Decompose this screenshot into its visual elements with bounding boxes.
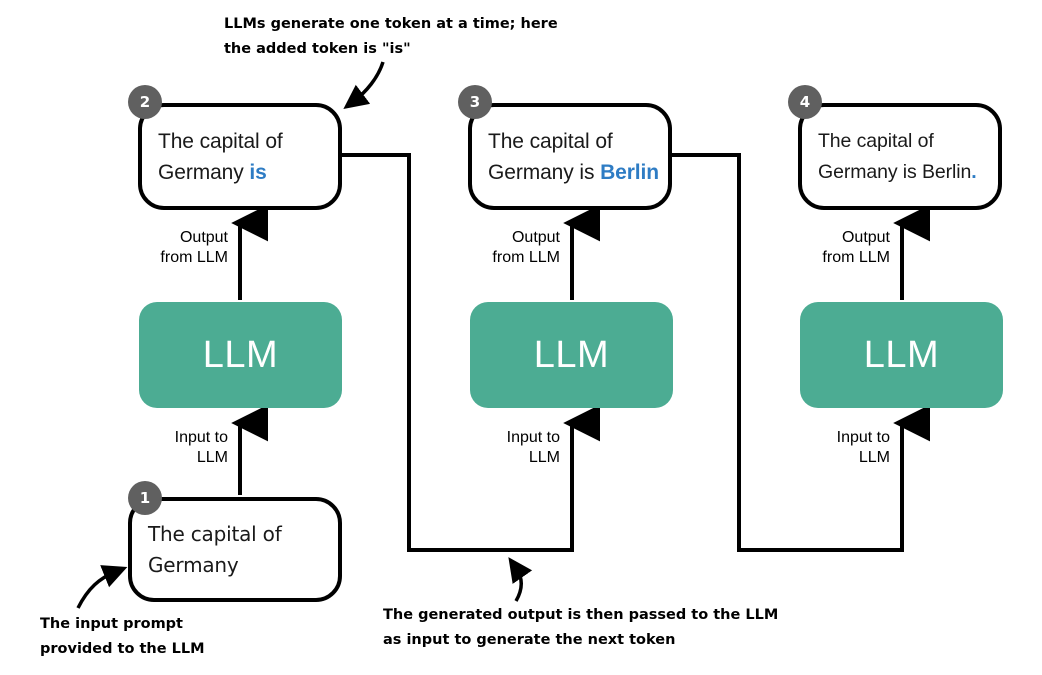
note-input-prompt-line-1: The input prompt [40, 616, 183, 632]
note-top-line-2: the added token is "is" [224, 41, 411, 57]
caption-input-2-line1: Input to [506, 429, 560, 446]
llm-block-3[interactable]: LLM [800, 302, 1003, 408]
note-input-prompt-line-2: provided to the LLM [40, 641, 205, 657]
note-top-line-1: LLMs generate one token at a time; here [224, 16, 558, 32]
box2-line1: The capital of [158, 129, 283, 153]
caption-output-1-line2: from LLM [160, 249, 228, 266]
caption-output-3-line1: Output [841, 229, 890, 246]
caption-input-3-line2: LLM [858, 449, 890, 466]
prompt-box-step-3[interactable]: The capital of Germany is Berlin [468, 103, 672, 210]
box3-line1: The capital of [488, 129, 613, 153]
caption-output-2-line2: from LLM [492, 249, 560, 266]
caption-output-2-line1: Output [511, 229, 560, 246]
box3-line2: Germany is [488, 160, 601, 184]
prompt-box-step-3-text: The capital of Germany is Berlin [472, 126, 665, 188]
box1-line1: The capital of [148, 521, 282, 546]
step-badge-2: 2 [128, 85, 162, 119]
box4-line2: Germany is Berlin [818, 160, 972, 183]
note-top-token-generation: LLMs generate one token at a time; here … [224, 12, 558, 62]
caption-input-to-llm-3: Input to LLM [742, 428, 890, 468]
step-badge-3: 3 [458, 85, 492, 119]
caption-input-3-line1: Input to [836, 429, 890, 446]
caption-output-from-llm-3: Output from LLM [740, 228, 890, 268]
callout-arrow-bottom-middle [508, 557, 533, 602]
prompt-box-step-1-text: The capital of Germany [132, 519, 288, 581]
prompt-box-step-1[interactable]: The capital of Germany [128, 497, 342, 602]
note-input-prompt: The input prompt provided to the LLM [40, 612, 205, 662]
llm-block-1[interactable]: LLM [139, 302, 342, 408]
step-badge-1: 1 [128, 481, 162, 515]
box4-highlight-token: . [971, 160, 977, 183]
caption-output-1-line1: Output [179, 229, 228, 246]
caption-input-1-line2: LLM [196, 449, 228, 466]
caption-input-2-line2: LLM [528, 449, 560, 466]
caption-output-3-line2: from LLM [822, 249, 890, 266]
box3-highlight-token: Berlin [600, 160, 660, 184]
box2-line2: Germany [158, 160, 250, 184]
prompt-box-step-4-text: The capital of Germany is Berlin. [802, 126, 983, 188]
box1-line2: Germany [148, 552, 239, 577]
callout-arrow-bottom-left [76, 565, 128, 609]
callout-arrow-top [343, 61, 385, 109]
note-generated-output-feedback: The generated output is then passed to t… [383, 603, 778, 653]
box2-highlight-token: is [249, 160, 267, 184]
prompt-box-step-2-text: The capital of Germany is [142, 126, 289, 188]
caption-input-to-llm-1: Input to LLM [80, 428, 228, 468]
caption-input-1-line1: Input to [174, 429, 228, 446]
prompt-box-step-2[interactable]: The capital of Germany is [138, 103, 342, 210]
prompt-box-step-4[interactable]: The capital of Germany is Berlin. [798, 103, 1002, 210]
step-badge-4: 4 [788, 85, 822, 119]
caption-output-from-llm-2: Output from LLM [410, 228, 560, 268]
caption-input-to-llm-2: Input to LLM [412, 428, 560, 468]
note-feedback-line-1: The generated output is then passed to t… [383, 607, 779, 623]
llm-block-2[interactable]: LLM [470, 302, 673, 408]
box4-line1: The capital of [818, 129, 934, 152]
caption-output-from-llm-1: Output from LLM [78, 228, 228, 268]
note-feedback-line-2: as input to generate the next token [383, 632, 676, 648]
